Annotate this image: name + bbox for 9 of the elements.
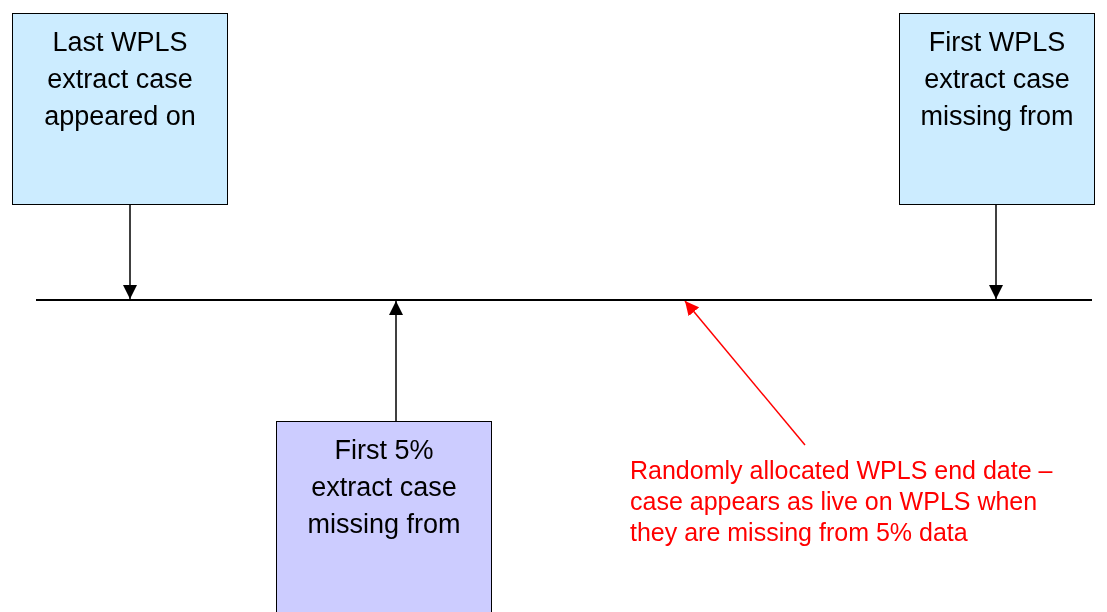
arrow xyxy=(989,204,1003,300)
label-box: Last WPLS extract case appeared on xyxy=(12,13,228,205)
arrow xyxy=(389,300,403,422)
timeline-line xyxy=(36,299,1092,301)
label-box: First WPLS extract case missing from xyxy=(899,13,1095,205)
arrow xyxy=(123,204,137,300)
arrow xyxy=(684,300,806,446)
label-box: First 5% extract case missing from xyxy=(276,421,492,612)
annotation-text: Randomly allocated WPLS end date – case appears as live on WPLS when they are missing from 5% data xyxy=(630,455,1090,548)
